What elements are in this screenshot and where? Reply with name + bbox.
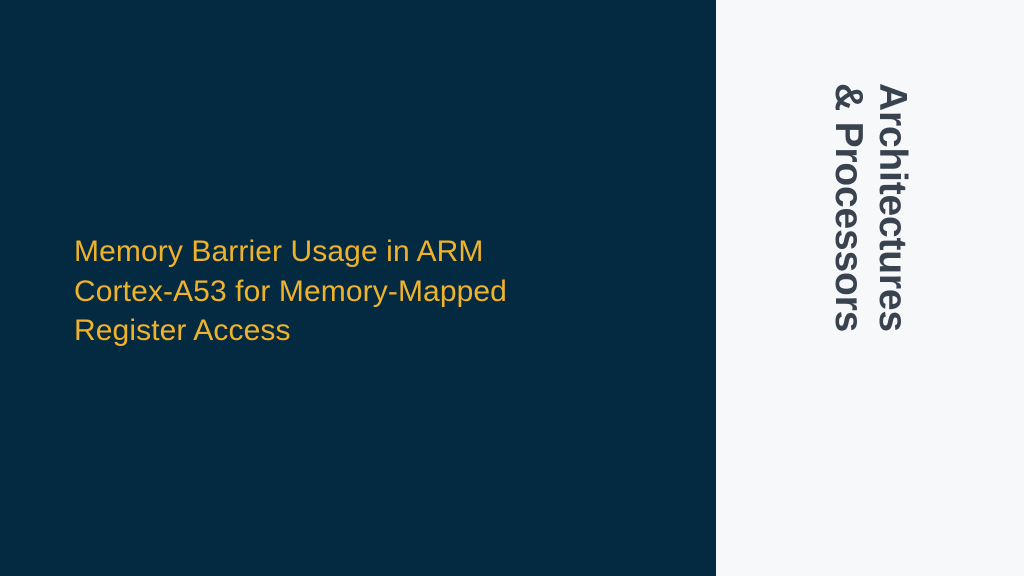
- category-label-line-2: & Processors: [827, 83, 870, 333]
- category-sidebar: Architectures & Processors: [716, 0, 1024, 576]
- page-title: Memory Barrier Usage in ARM Cortex-A53 f…: [74, 235, 507, 347]
- category-label-stack: Architectures & Processors: [716, 0, 1024, 576]
- title-block: Memory Barrier Usage in ARM Cortex-A53 f…: [74, 232, 674, 351]
- category-label-line-1: Architectures: [871, 83, 914, 332]
- main-content-panel: Memory Barrier Usage in ARM Cortex-A53 f…: [0, 0, 716, 576]
